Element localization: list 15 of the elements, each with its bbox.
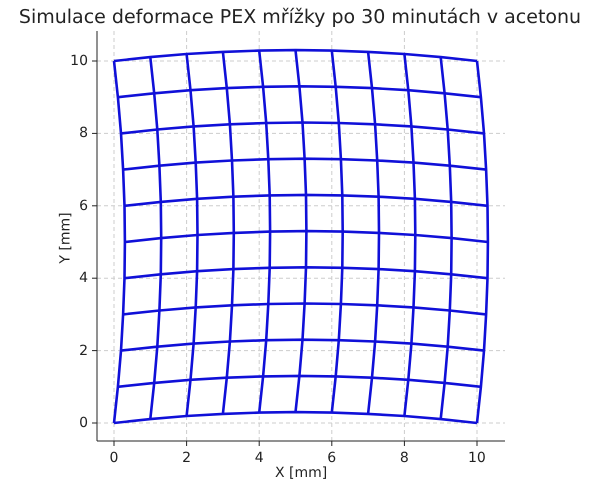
tick-label: 0 bbox=[79, 415, 88, 431]
tick-label: 10 bbox=[70, 53, 88, 69]
tick-label: 6 bbox=[327, 450, 336, 466]
tick-label: 6 bbox=[79, 198, 88, 214]
tick-label: 2 bbox=[182, 450, 192, 466]
axis-title: Y [mm] bbox=[58, 212, 74, 264]
tick-label: 4 bbox=[79, 270, 88, 286]
tick-label: 2 bbox=[79, 342, 88, 359]
tick-label: 0 bbox=[110, 450, 118, 466]
tick-label: 10 bbox=[468, 450, 486, 466]
tick-label: 4 bbox=[254, 450, 264, 466]
axis-title: X [mm] bbox=[275, 465, 328, 481]
tick-label: 8 bbox=[79, 125, 88, 142]
tick-label: 8 bbox=[400, 450, 409, 466]
chart-title: Simulace deformace PEX mřížky po 30 minutách v acetonu bbox=[18, 6, 582, 28]
